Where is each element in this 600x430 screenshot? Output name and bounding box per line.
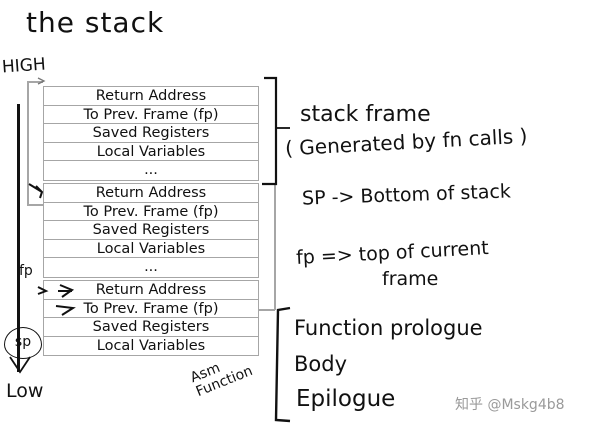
function-epilogue-label: Epilogue [296,386,396,412]
connector-right-bottom [259,309,275,311]
sp-pointer-bubble: sp [4,327,42,359]
diagram-title: the stack [26,6,165,39]
connector-left-top [27,81,43,83]
stack-frame-current: Return Address To Prev. Frame (fp) Saved… [43,280,259,356]
function-prologue-label: Function prologue [294,316,483,340]
frame-row-prev-frame: To Prev. Frame (fp) [44,106,258,124]
frame-row-ellipsis: ... [144,259,158,275]
connector-left-vertical [27,81,29,205]
prev-frame-arrow-icon [55,305,76,316]
frame-row-local-variables: Local Variables [44,240,258,258]
frame-row-saved-registers: Saved Registers [44,221,258,240]
frame-row-local-variables: Local Variables [44,143,258,161]
low-label: Low [6,380,44,402]
stack-frame-label: stack frame [300,102,431,127]
stack-frame-bracket-icon [262,76,278,186]
frame-row-saved-registers: Saved Registers [44,318,258,337]
frame-row-prev-frame: To Prev. Frame (fp) [44,300,258,318]
fp-arrow-icon [37,286,49,295]
frame-row-saved-registers: Saved Registers [44,124,258,143]
frame-row-return-address: Return Address [44,87,258,106]
frame-row-local-variables: Local Variables [96,337,206,354]
stack-frame-2: Return Address To Prev. Frame (fp) Saved… [43,183,259,278]
arrow-head-icon [37,77,46,85]
connector-right-vertical [274,183,276,310]
asm-function-bracket-icon [274,306,291,423]
sp-label: sp [14,334,32,350]
frame-row-return-address: Return Address [44,184,258,203]
stack-frame-1: Return Address To Prev. Frame (fp) Saved… [43,86,259,181]
sp-down-arrow-icon [9,356,31,374]
fp-label: fp [19,263,33,279]
frame-row-prev-frame: To Prev. Frame (fp) [44,203,258,221]
function-body-label: Body [294,352,348,376]
arrow-frame2-icon [28,183,44,199]
watermark: 知乎 @Mskg4b8 [455,397,565,413]
fp-arrow-2-icon [58,284,75,298]
frame-row-ellipsis: ... [144,162,158,178]
stack-growth-axis [17,104,20,372]
fp-note-frame: frame [382,268,439,290]
connector-left-bottom [27,204,43,206]
frame-row-return-address: Return Address [44,281,258,300]
